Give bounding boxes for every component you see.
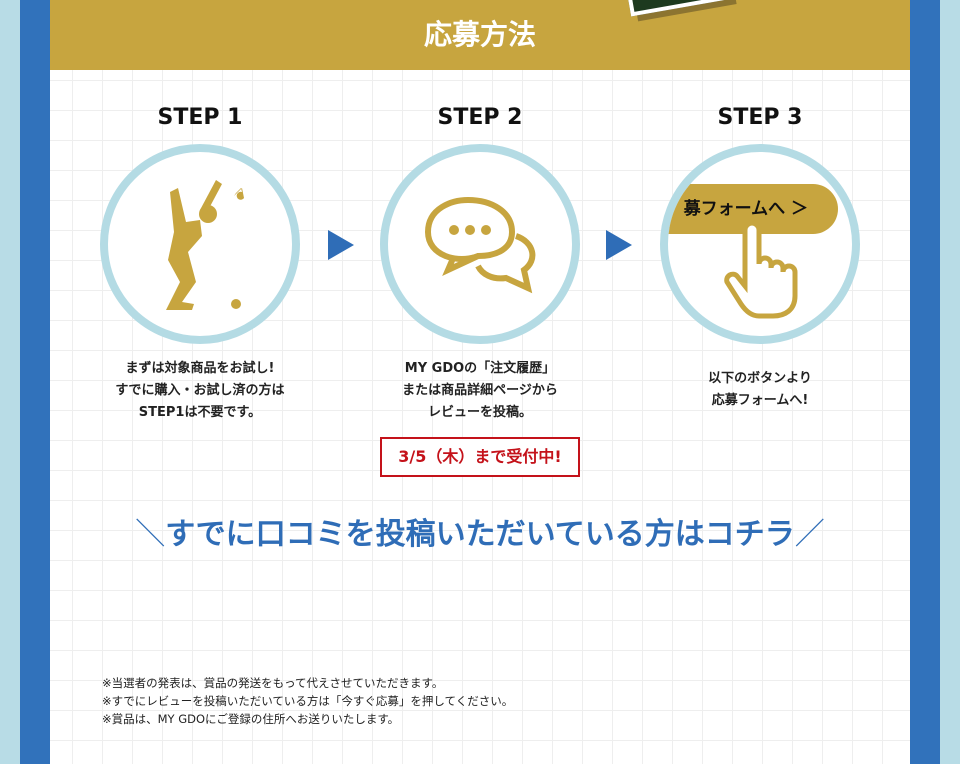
- arrow-right-icon: [606, 230, 632, 260]
- deadline-badge: 3/5（木）まで受付中!: [380, 437, 580, 477]
- step-label: STEP 3: [717, 105, 803, 130]
- step-circle: [380, 144, 580, 344]
- section-header: 応募方法: [50, 0, 910, 70]
- step-2: STEP 2 MY GDOの「注文履歴」または商品詳細ページからレビューを投稿。: [370, 105, 590, 424]
- note: ※当選者の発表は、賞品の発送をもって代えさせていただきます。: [102, 676, 444, 690]
- note: ※賞品は、MY GDOにご登録の住所へお送りいたします。: [102, 712, 400, 726]
- slash-left-icon: ＼: [135, 517, 166, 552]
- section-title: 応募方法: [423, 18, 536, 51]
- pointing-hand-icon: [724, 220, 798, 319]
- step-circle: 募フォームへ ＞: [660, 144, 860, 344]
- existing-review-link[interactable]: ＼すでに口コミを投稿いただいている方はコチラ／: [135, 517, 825, 552]
- step-description: 以下のボタンより応募フォームへ!: [708, 371, 812, 408]
- slash-right-icon: ／: [794, 517, 825, 552]
- step-label: STEP 2: [437, 105, 523, 130]
- arrow-right-icon: [328, 230, 354, 260]
- step-description: MY GDOの「注文履歴」または商品詳細ページからレビューを投稿。: [402, 361, 558, 420]
- note: ※すでにレビューを投稿いただいている方は「今すぐ応募」を押してください。: [102, 694, 514, 708]
- golfer-icon: [166, 180, 244, 310]
- step-3: STEP 3 募フォームへ ＞ 以下のボタンより応募フォームへ!: [650, 105, 870, 412]
- step-circle: [100, 144, 300, 344]
- notes: ※当選者の発表は、賞品の発送をもって代えさせていただきます。 ※すでにレビューを…: [102, 674, 513, 728]
- step-label: STEP 1: [157, 105, 243, 130]
- chat-bubbles-icon: [424, 196, 536, 294]
